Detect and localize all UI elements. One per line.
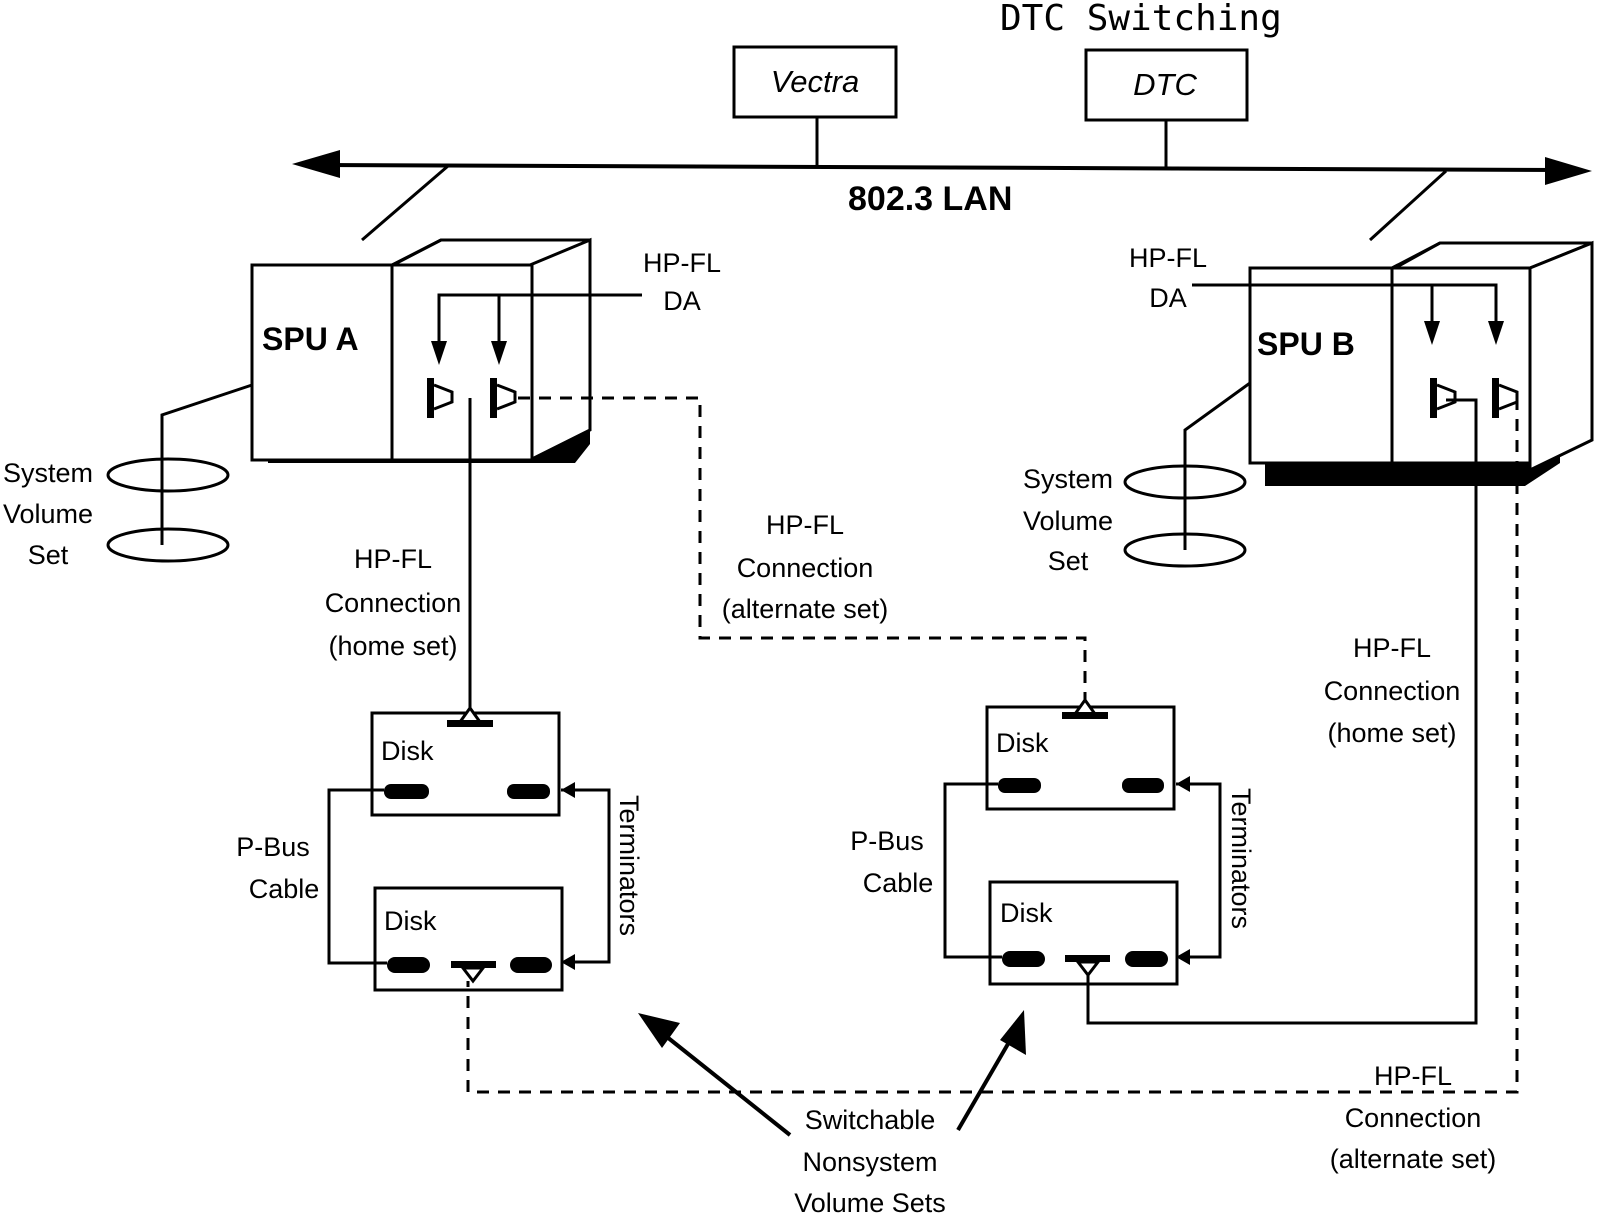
lan-arrow-right [1545, 157, 1592, 185]
left-alternate-connection-line [518, 396, 1087, 700]
switchable-line3: Volume Sets [794, 1188, 946, 1216]
spu-b-label: SPU B [1257, 326, 1355, 362]
spu-b-da-line1: HP-FL [1129, 243, 1207, 273]
spu-a-da-line2: DA [663, 286, 701, 316]
left-pbus-line2: Cable [249, 874, 320, 904]
svg-text:HP-FL: HP-FL [354, 544, 432, 574]
svg-text:Connection: Connection [325, 588, 462, 618]
spu-a-svs-line2: Volume [3, 499, 93, 529]
vectra-node: Vectra [732, 45, 898, 166]
spu-a-svs-line3: Set [28, 540, 69, 570]
dtc-node: DTC [1084, 48, 1249, 168]
right-disk-top [985, 705, 1176, 811]
left-alternate-connection-label: HP-FL Connection (alternate set) [722, 510, 889, 624]
left-pbus-line1: P-Bus [236, 832, 310, 862]
dtc-label: DTC [1133, 67, 1197, 102]
left-home-connection-label: HP-FL Connection (home set) [325, 544, 462, 661]
lan-drop-spu-a [361, 164, 449, 242]
right-terminators-label: Terminators [1226, 788, 1256, 929]
right-home-connection-line [1086, 398, 1478, 1025]
right-alternate-connection-label: HP-FL Connection (alternate set) [1330, 1061, 1497, 1174]
svg-text:(alternate set): (alternate set) [722, 594, 889, 624]
left-disk-bottom-label: Disk [384, 906, 437, 936]
switchable-volume-sets-callout: Switchable Nonsystem Volume Sets [638, 1010, 1026, 1216]
svg-text:(home set): (home set) [1327, 718, 1456, 748]
svg-text:HP-FL: HP-FL [766, 510, 844, 540]
right-disk-set: Disk Disk P-Bus Cable Terminators [850, 697, 1256, 986]
spu-b: SPU B HP-FL DA [1129, 240, 1594, 486]
lan-drop-spu-b [1368, 169, 1448, 242]
right-pbus-line1: P-Bus [850, 826, 924, 856]
svg-text:Connection: Connection [737, 553, 874, 583]
spu-a-port-2 [490, 378, 517, 418]
svg-text:HP-FL: HP-FL [1374, 1061, 1452, 1091]
spu-b-da-line2: DA [1149, 283, 1187, 313]
spu-b-port-1 [1430, 378, 1457, 418]
switchable-line2: Nonsystem [802, 1147, 937, 1177]
lan-arrow-left [292, 150, 340, 178]
spu-a-svs-line1: System [3, 458, 93, 488]
diagram-title: DTC Switching [1000, 0, 1282, 39]
svg-text:HP-FL: HP-FL [1353, 633, 1431, 663]
svg-text:Connection: Connection [1324, 676, 1461, 706]
svg-text:Connection: Connection [1345, 1103, 1482, 1133]
spu-b-port-2 [1492, 378, 1519, 418]
left-disk-set: Disk Disk P-Bus Cable Terminators [236, 705, 644, 992]
spu-a-port-1 [427, 378, 454, 418]
right-alternate-connection-line [466, 398, 1519, 1094]
switchable-line1: Switchable [805, 1105, 936, 1135]
lan-bus: 802.3 LAN [292, 150, 1592, 218]
right-disk-bottom-label: Disk [1000, 898, 1053, 928]
spu-b-svs-line3: Set [1048, 546, 1089, 576]
right-disk-top-label: Disk [996, 728, 1049, 758]
right-home-connection-label: HP-FL Connection (home set) [1324, 633, 1461, 748]
right-pbus-line2: Cable [863, 868, 934, 898]
lan-label: 802.3 LAN [848, 180, 1012, 218]
svg-text:(home set): (home set) [328, 631, 457, 661]
spu-b-system-volume-set: System Volume Set [1023, 381, 1251, 576]
svg-text:(alternate set): (alternate set) [1330, 1144, 1497, 1174]
spu-a: SPU A HP-FL DA [250, 237, 721, 463]
spu-a-label: SPU A [262, 321, 359, 357]
spu-a-da-line1: HP-FL [643, 248, 721, 278]
left-disk-top-label: Disk [381, 736, 434, 766]
spu-b-svs-line1: System [1023, 464, 1113, 494]
vectra-label: Vectra [771, 64, 859, 99]
spu-b-svs-line2: Volume [1023, 506, 1113, 536]
left-terminators-label: Terminators [614, 795, 644, 936]
spu-a-system-volume-set: System Volume Set [3, 383, 253, 570]
